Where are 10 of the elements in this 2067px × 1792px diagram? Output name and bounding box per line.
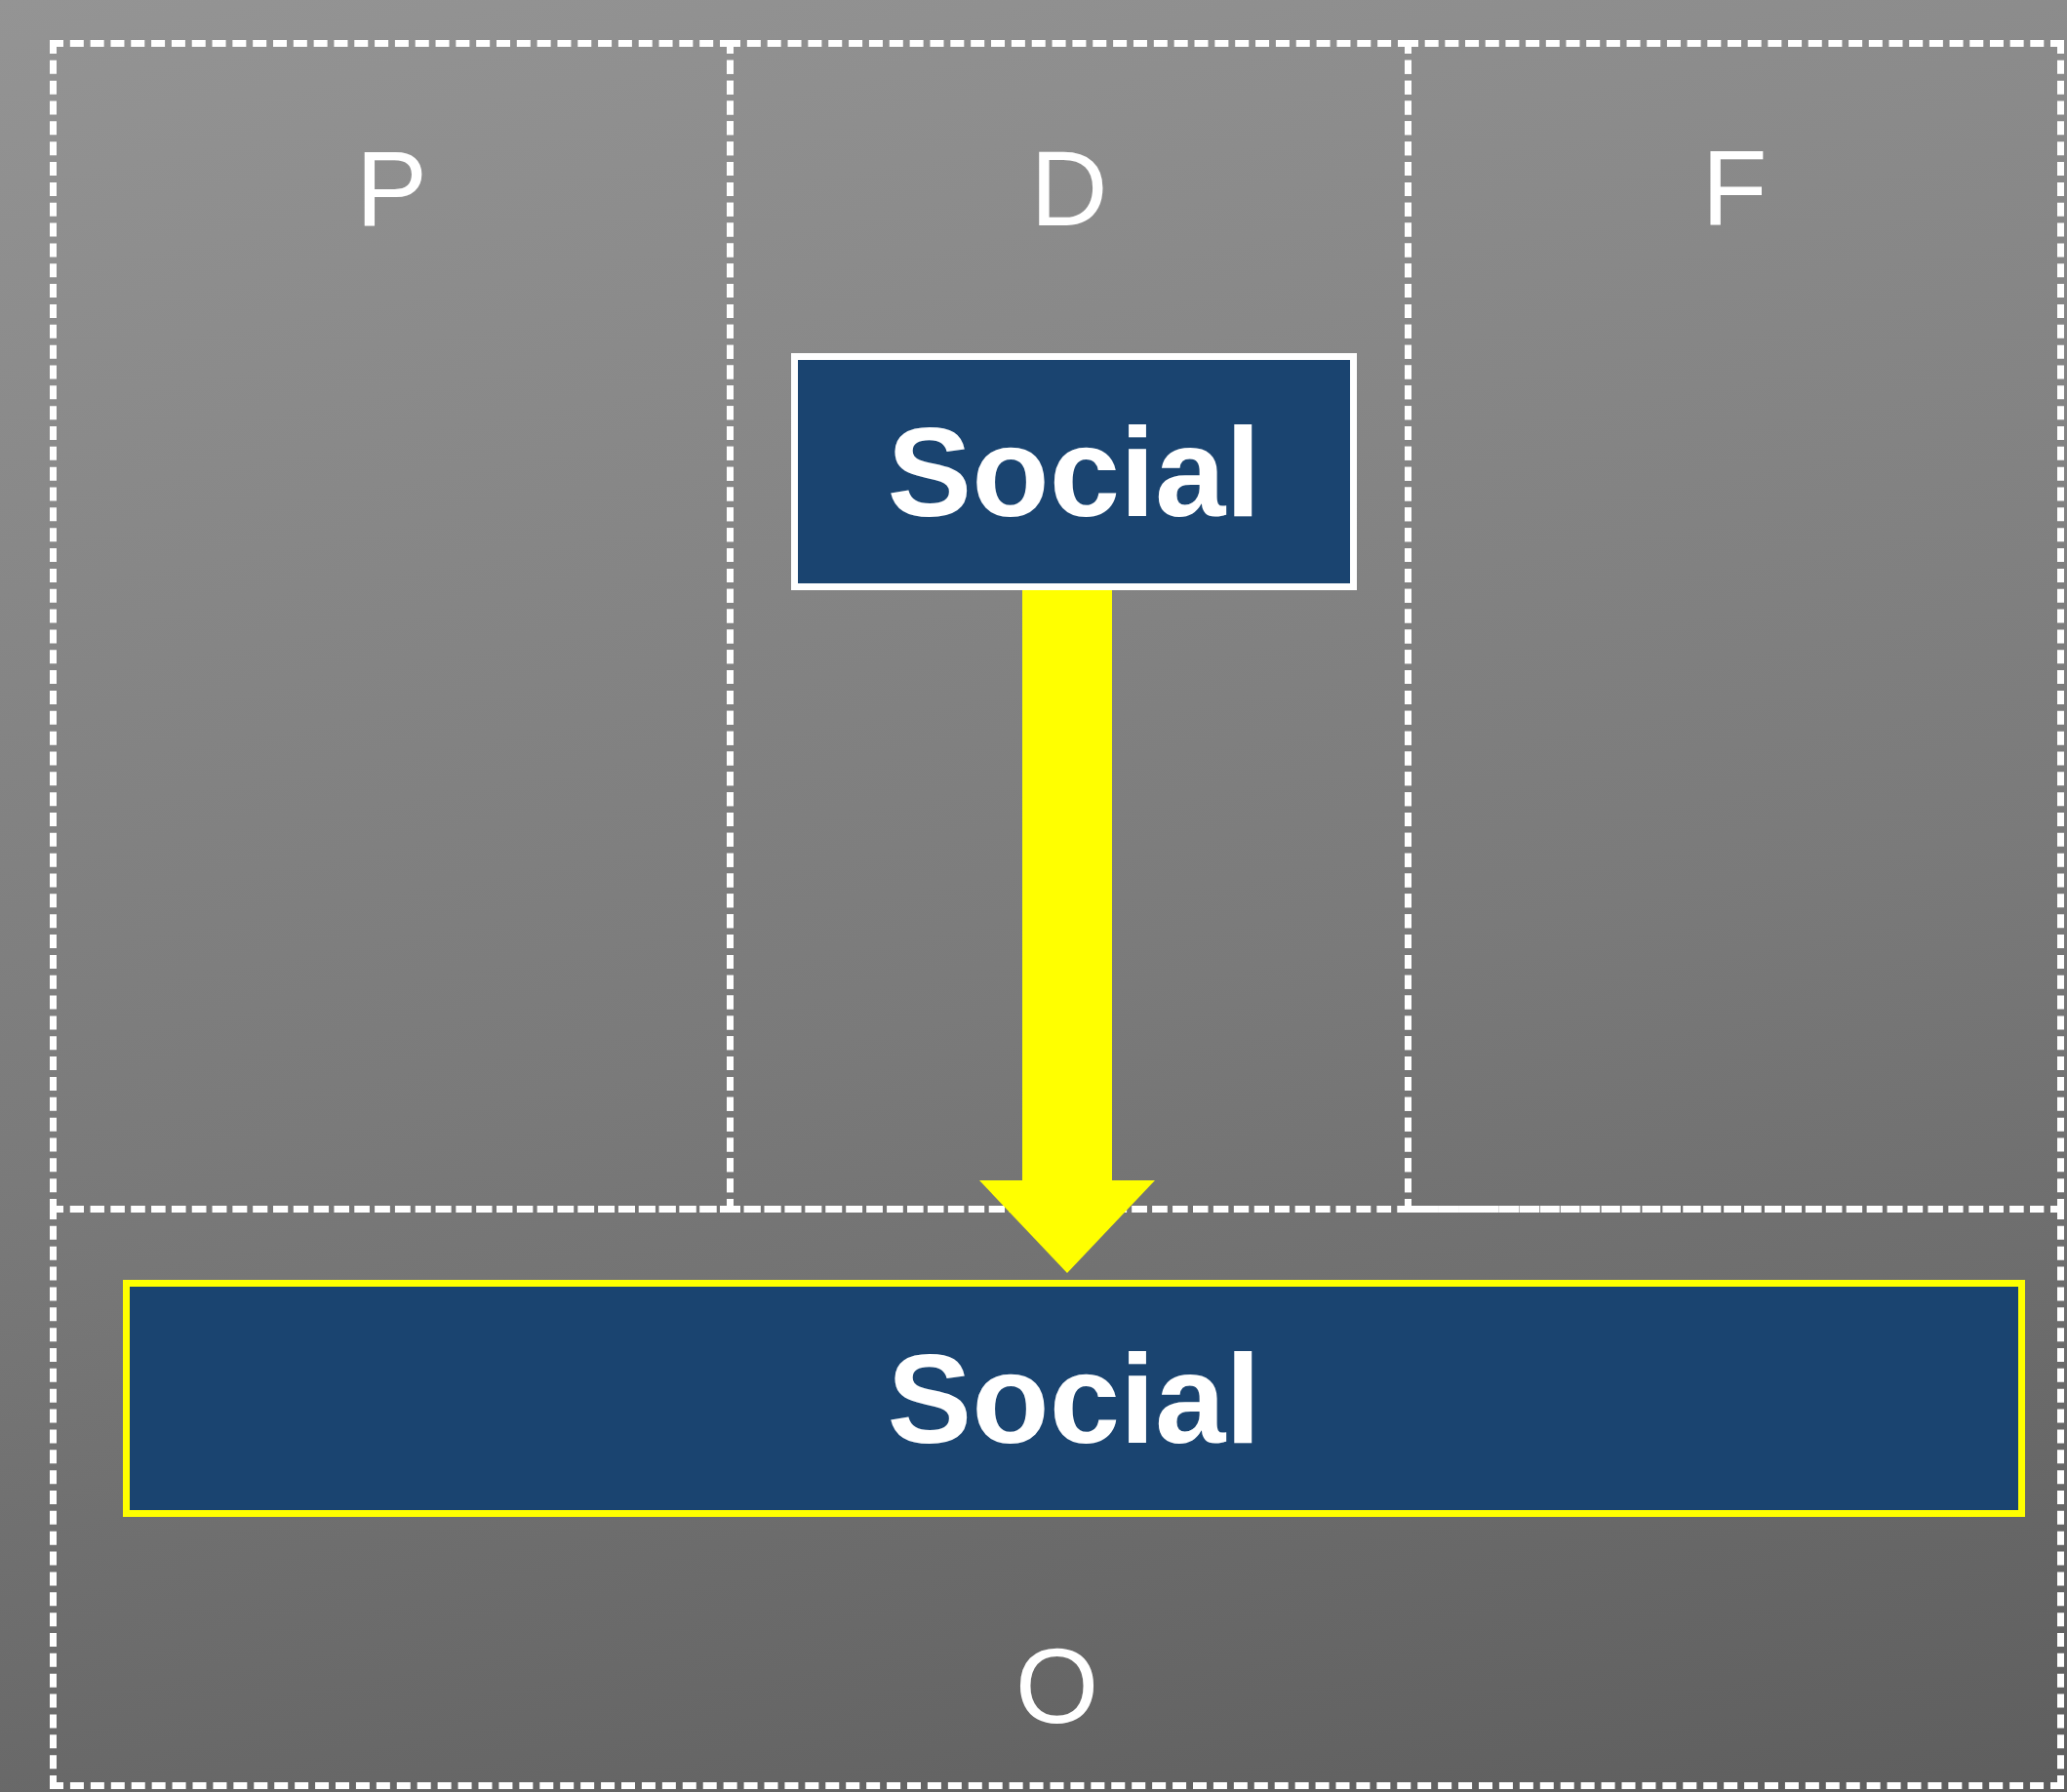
box-label: Social: [887, 408, 1261, 536]
region-heading: D: [1029, 135, 1109, 242]
process-box: [123, 1280, 2025, 1517]
dashed-region: [50, 1206, 2064, 1789]
region-heading: O: [1014, 1632, 1100, 1739]
process-box: [791, 353, 1357, 590]
box-label: Social: [887, 1334, 1261, 1462]
dashed-region: [1405, 40, 2064, 1213]
region-heading: F: [1700, 135, 1769, 242]
region-heading: P: [354, 135, 429, 242]
